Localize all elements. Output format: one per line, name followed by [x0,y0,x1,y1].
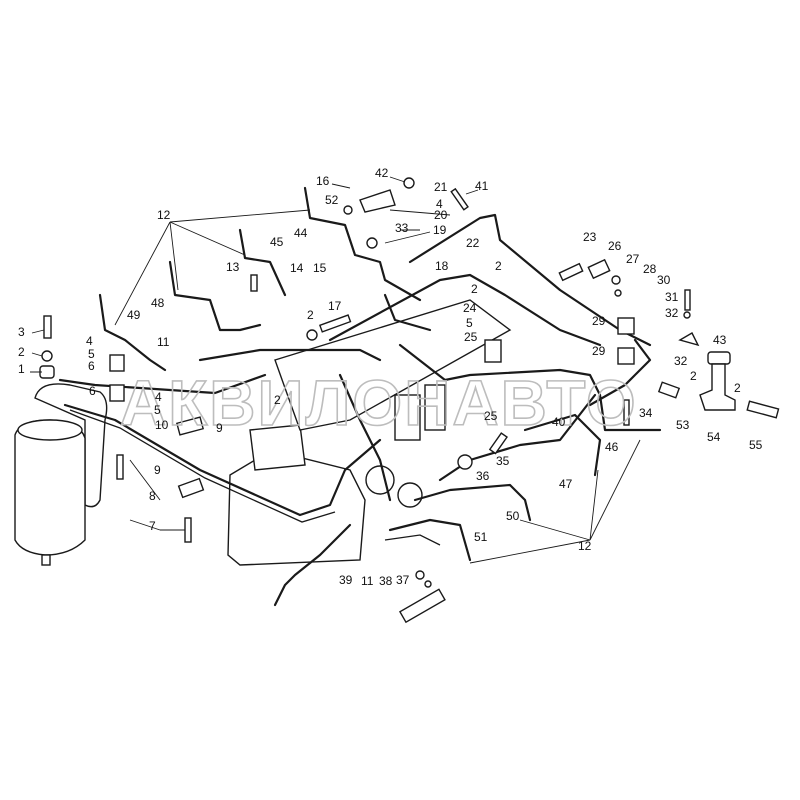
callout-label: 5 [88,347,95,361]
callout-label: 44 [294,226,308,240]
callout-label: 4 [86,334,93,348]
callout-label: 17 [328,299,342,313]
callout-label: 9 [154,463,161,477]
callout-label: 29 [592,314,606,328]
callout-label: 36 [476,469,490,483]
callout-label: 8 [149,489,156,503]
callout-label: 40 [552,415,566,429]
callout-label: 16 [316,174,330,188]
leader-lines [30,176,641,564]
callout-label: 2 [495,259,502,273]
callout-label: 25 [464,330,478,344]
callout-label: 39 [339,573,353,587]
callout-label: 42 [375,166,389,180]
callout-label: 12 [157,208,171,222]
callout-label: 15 [313,261,327,275]
callout-label: 14 [290,261,304,275]
callout-label: 6 [89,384,96,398]
callout-label: 4 [155,390,162,404]
callout-label: 2 [471,282,478,296]
callout-label: 34 [639,406,653,420]
callout-label: 30 [657,273,671,287]
callout-label: 23 [583,230,597,244]
callout-label: 6 [88,359,95,373]
callout-label: 11 [361,574,374,588]
callout-label: 24 [463,301,477,315]
watermark: АКВИЛОНАВТО [120,367,638,439]
callout-label: 46 [605,440,619,454]
callout-label: 45 [270,235,284,249]
callout-label: 22 [466,236,480,250]
small-parts [39,177,780,624]
callout-label: 2 [18,345,25,359]
callout-label: 5 [466,316,473,330]
callout-label: 35 [496,454,510,468]
callout-label: 55 [749,438,763,452]
callout-label: 47 [559,477,573,491]
callout-label: 31 [665,290,679,304]
callout-label: 53 [676,418,690,432]
callout-label: 21 [434,180,448,194]
callout-label: 2 [734,381,741,395]
callout-label: 29 [592,344,606,358]
callout-label: 38 [379,574,393,588]
callout-label: 13 [226,260,240,274]
callout-label: 3 [18,325,25,339]
injection-pump-body [227,299,512,566]
callout-label: 11 [157,335,170,349]
callout-label: 37 [396,573,410,587]
callout-label: 4 [436,197,443,211]
callout-label: 51 [474,530,488,544]
callout-label: 1 [18,362,25,376]
callout-label: 32 [674,354,688,368]
callout-label: 20 [434,208,448,222]
callout-label: 10 [155,418,169,432]
callout-label: 28 [643,262,657,276]
callout-label: 2 [307,308,314,322]
callout-label: 2 [690,369,697,383]
callout-label: 43 [713,333,727,347]
callout-label: 25 [484,409,498,423]
fuel-filter [14,383,108,566]
callout-label: 2 [274,393,281,407]
callout-label: 19 [433,223,447,237]
callout-label: 52 [325,193,339,207]
callout-label: 9 [216,421,223,435]
callout-label: 50 [506,509,520,523]
callout-label: 7 [149,519,156,533]
callout-label: 32 [665,306,679,320]
callout-label: 54 [707,430,721,444]
callout-label: 33 [395,221,409,235]
callout-label: 27 [626,252,640,266]
callout-label: 49 [127,308,141,322]
callout-label: 41 [475,179,489,193]
callout-label: 26 [608,239,622,253]
callout-label: 18 [435,259,449,273]
callout-label: 5 [154,403,161,417]
callout-label: 12 [578,539,592,553]
callout-label: 48 [151,296,165,310]
